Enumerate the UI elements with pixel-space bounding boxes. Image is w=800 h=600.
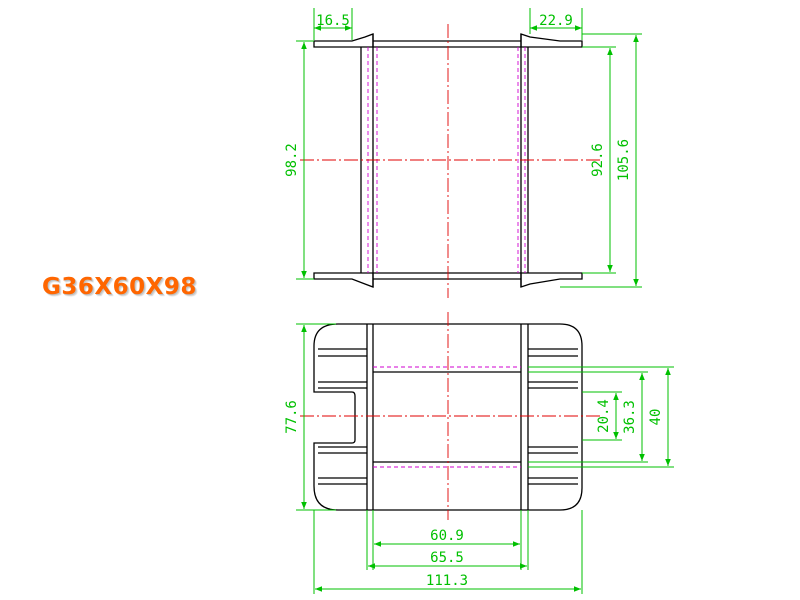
front-view: 16.5 22.9 98.2 92.6 105.6 <box>284 8 642 298</box>
front-centerlines <box>300 24 600 298</box>
dim-slot-36-3: 36.3 <box>622 400 638 434</box>
dim-length-60-9: 60.9 <box>430 528 464 544</box>
top-view: 77.6 20.4 36.3 40 60.9 65.5 111.3 <box>284 312 674 594</box>
dim-slot-20-4: 20.4 <box>596 399 612 433</box>
dim-flange-right: 22.9 <box>539 13 573 29</box>
dim-length-65-5: 65.5 <box>430 550 464 566</box>
top-right-fins <box>528 348 578 485</box>
dim-height-inner: 98.2 <box>284 143 300 177</box>
top-outline <box>313 323 583 511</box>
front-core-walls <box>360 34 529 287</box>
dim-slot-40: 40 <box>648 409 664 426</box>
top-dimensions <box>296 323 674 594</box>
dim-width: 77.6 <box>284 400 300 434</box>
top-centerlines <box>300 312 600 520</box>
model-label: G36X60X98 <box>42 274 197 300</box>
top-left-fins <box>318 348 367 485</box>
top-hidden-lines <box>373 366 521 468</box>
dim-height-mid: 92.6 <box>590 143 606 177</box>
top-rails <box>366 324 529 510</box>
dim-flange-left: 16.5 <box>316 13 350 29</box>
top-channel <box>373 371 521 463</box>
dim-length-111-3: 111.3 <box>426 573 468 589</box>
dim-height-outer: 105.6 <box>616 139 632 181</box>
front-dimensions <box>296 8 642 288</box>
